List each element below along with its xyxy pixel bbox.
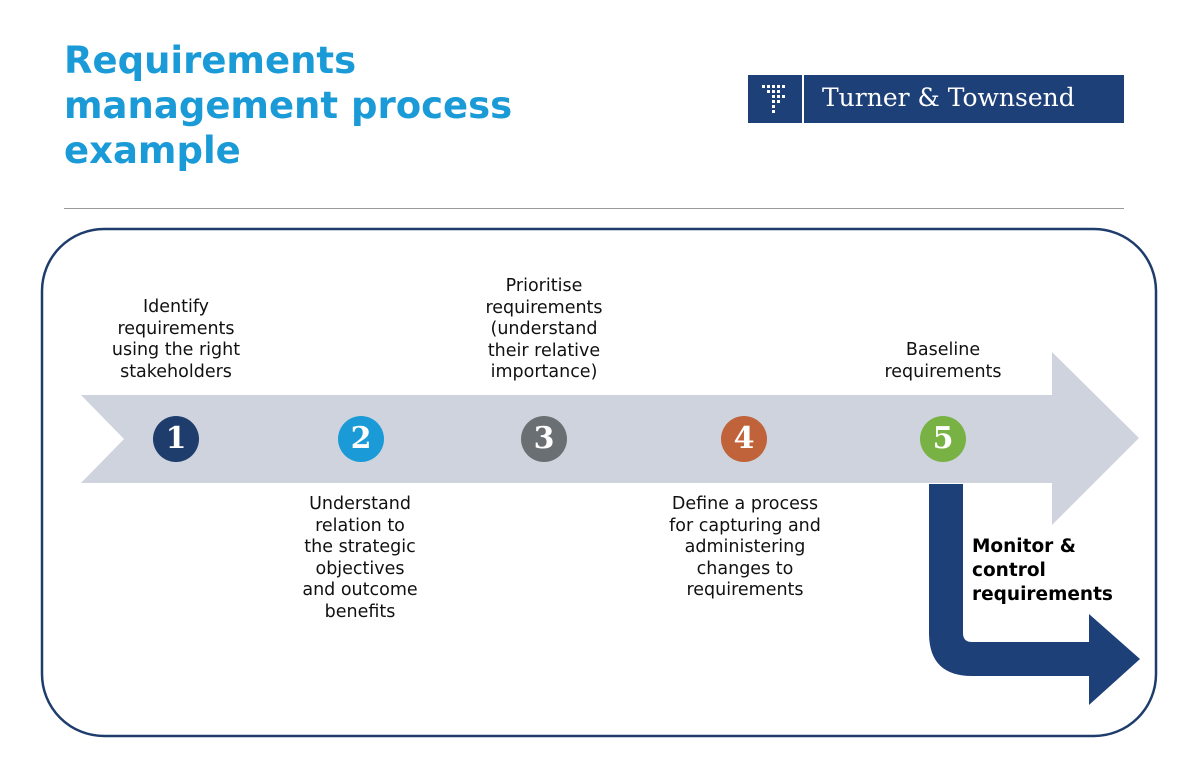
step-5-label: Baseline requirements <box>884 340 1002 382</box>
logo-text: Turner & Townsend <box>822 83 1075 112</box>
page-title: Requirements management process example <box>64 38 584 173</box>
title-line-3: example <box>64 129 241 172</box>
title-line-2: management process <box>64 84 513 127</box>
step-3-label: Prioritise requirements (understand thei… <box>485 276 603 382</box>
header-divider <box>64 208 1124 209</box>
step-1-badge: 1 <box>153 416 199 462</box>
step-2-label: Understand relation to the strategic obj… <box>302 494 418 622</box>
step-2-badge: 2 <box>338 416 384 462</box>
step-4-badge: 4 <box>721 416 767 462</box>
step-3-badge: 3 <box>521 416 567 462</box>
diagram-frame <box>40 227 1158 738</box>
company-logo: Turner & Townsend <box>748 75 1124 123</box>
step-5-badge: 5 <box>920 416 966 462</box>
monitor-arrow <box>929 484 1140 705</box>
step-4-label: Define a process for capturing and admin… <box>669 494 821 600</box>
title-line-1: Requirements <box>64 39 357 82</box>
process-arrow <box>81 352 1139 525</box>
logo-dots-icon <box>762 85 785 113</box>
monitor-label: Monitor & control requirements <box>972 536 1113 605</box>
logo-divider <box>802 75 804 123</box>
step-1-label: Identify requirements using the right st… <box>111 297 241 382</box>
